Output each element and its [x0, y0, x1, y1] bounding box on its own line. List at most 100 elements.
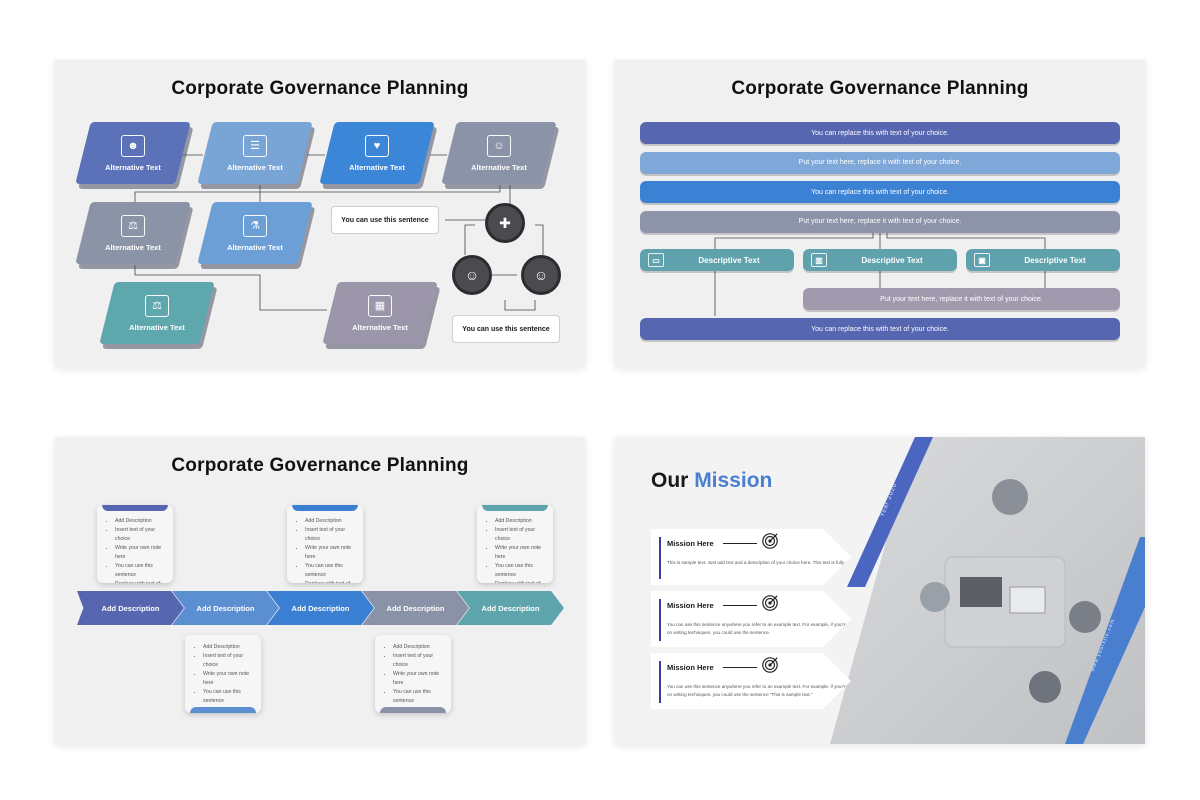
note-box: You can use this sentence	[331, 206, 439, 234]
card-item: Insert text of your choice	[115, 526, 169, 544]
descriptive-pill[interactable]: ▣ Descriptive Text	[966, 249, 1120, 271]
gift-icon: ▣	[974, 253, 990, 267]
flow-box[interactable]: ⚖Alternative Text	[75, 202, 194, 269]
slide-title: Corporate Governance Planning	[731, 78, 1029, 99]
card-item: You can use this sentence	[115, 562, 169, 580]
box-content: ☰Alternative Text	[205, 122, 305, 184]
flask-icon: ⚗	[243, 214, 267, 237]
box-label: Alternative Text	[105, 242, 161, 252]
slide-timeline[interactable]: Corporate Governance Planning Add Descri…	[55, 437, 585, 744]
descriptive-pill[interactable]: ▭ Descriptive Text	[640, 249, 794, 271]
mission-divider	[723, 667, 757, 668]
target-icon	[762, 657, 778, 673]
card-list: Add DescriptionInsert text of your choic…	[375, 635, 451, 713]
flow-box[interactable]: ♥ Alternative Text	[319, 122, 438, 189]
card-list: Add DescriptionInsert text of your choic…	[287, 505, 363, 583]
card-item: Add Description	[393, 643, 447, 652]
step-arrow[interactable]: Add Description	[362, 591, 469, 625]
description-card: Add DescriptionInsert text of your choic…	[185, 635, 261, 713]
step-arrow[interactable]: Add Description	[172, 591, 279, 625]
target-icon	[762, 595, 778, 611]
step-label: Add Description	[386, 603, 445, 613]
card-item: Replace with text of your choice.	[305, 580, 359, 583]
mission-text: You can use this sentence anywhere you r…	[667, 622, 898, 635]
pill-label: Descriptive Text	[861, 255, 923, 265]
flow-box[interactable]: ⚖Alternative Text	[99, 282, 218, 349]
card-tab	[380, 707, 446, 713]
card-item: Insert text of your choice	[495, 526, 549, 544]
mission-heading: Mission Here	[667, 539, 714, 548]
process-bar[interactable]: Put your text here, replace it with text…	[640, 151, 1120, 174]
box-label: Alternative Text	[105, 162, 161, 172]
hospital-icon: ▦	[368, 294, 392, 317]
bottom-bar[interactable]: You can replace this with text of your c…	[640, 318, 1120, 340]
note-box: You can use this sentence	[452, 315, 560, 343]
target-icon	[762, 533, 778, 549]
description-card: Add DescriptionInsert text of your choic…	[287, 505, 363, 583]
descriptive-pill[interactable]: ▥ Descriptive Text	[803, 249, 957, 271]
step-label: Add Description	[101, 603, 160, 613]
box-content: ⚖Alternative Text	[107, 282, 207, 344]
flow-box[interactable]: ⚗Alternative Text	[197, 202, 316, 269]
lower-bar[interactable]: Put your text here, replace it with text…	[803, 288, 1120, 310]
card-item: You can use this sentence	[305, 562, 359, 580]
mission-accent-bar	[659, 661, 661, 703]
card-tab	[482, 505, 548, 511]
card-item: Write your own note here	[203, 670, 257, 688]
heart-pulse-icon: ♥	[365, 134, 389, 157]
bus-icon: ▭	[648, 253, 664, 267]
mission-accent-bar	[659, 599, 661, 641]
team-icon: ☺	[452, 255, 492, 295]
mission-heading: Mission Here	[667, 601, 714, 610]
card-item: Add Description	[495, 517, 549, 526]
box-label: Alternative Text	[129, 322, 185, 332]
card-item: You can use this sentence	[495, 562, 549, 580]
box-label: Alternative Text	[471, 162, 527, 172]
mission-text: This is sample text. Just add text and a…	[667, 560, 863, 565]
card-item: Replace with text of your choice.	[495, 580, 549, 583]
team-icon: ☺	[521, 255, 561, 295]
flow-box[interactable]: ☺ Alternative Text	[441, 122, 560, 189]
title-our: Our	[651, 469, 689, 492]
people-chat-icon: ☺	[487, 134, 511, 157]
slide-mission[interactable]: Year 2020 www.yoursite.com Our Mission M…	[615, 437, 1145, 744]
step-arrow[interactable]: Add Description	[267, 591, 374, 625]
step-label: Add Description	[196, 603, 255, 613]
step-label: Add Description	[291, 603, 350, 613]
process-bar[interactable]: You can replace this with text of your c…	[640, 122, 1120, 144]
card-item: You can use this sentence	[203, 688, 257, 706]
slide-flowchart[interactable]: Corporate Governance Planning ☻Alternati…	[55, 60, 585, 367]
mission-divider	[723, 605, 757, 606]
mission-heading: Mission Here	[667, 663, 714, 672]
card-item: Write your own note here	[115, 544, 169, 562]
slide-title: Corporate Governance Planning	[171, 455, 469, 476]
pill-label: Descriptive Text	[1024, 255, 1086, 265]
step-label: Add Description	[481, 603, 540, 613]
card-item: Add Description	[115, 517, 169, 526]
process-bar[interactable]: Put your text here, replace it with text…	[640, 210, 1120, 233]
description-card: Add DescriptionInsert text of your choic…	[375, 635, 451, 713]
card-tab	[102, 505, 168, 511]
step-arrow[interactable]: Add Description	[457, 591, 564, 625]
mission-title: Our Mission	[651, 469, 772, 493]
process-bar[interactable]: You can replace this with text of your c…	[640, 181, 1120, 203]
card-list: Add DescriptionInsert text of your choic…	[185, 635, 261, 713]
box-content: ▦Alternative Text	[330, 282, 430, 344]
flow-box[interactable]: ☰Alternative Text	[197, 122, 316, 189]
box-label: Alternative Text	[349, 162, 405, 172]
bar-connectors	[714, 232, 1046, 316]
card-item: Insert text of your choice	[305, 526, 359, 544]
pill-label: Descriptive Text	[698, 255, 760, 265]
card-tab	[292, 505, 358, 511]
slide-title: Corporate Governance Planning	[171, 78, 469, 99]
team-photo	[830, 437, 1145, 744]
flow-box[interactable]: ☻Alternative Text	[75, 122, 194, 189]
card-item: Insert text of your choice	[203, 652, 257, 670]
card-item: Write your own note here	[305, 544, 359, 562]
flow-box[interactable]: ▦Alternative Text	[322, 282, 441, 349]
card-item: Add Description	[305, 517, 359, 526]
step-arrow[interactable]: Add Description	[77, 591, 184, 625]
slide-process-bars[interactable]: Corporate Governance Planning You can re…	[615, 60, 1145, 367]
